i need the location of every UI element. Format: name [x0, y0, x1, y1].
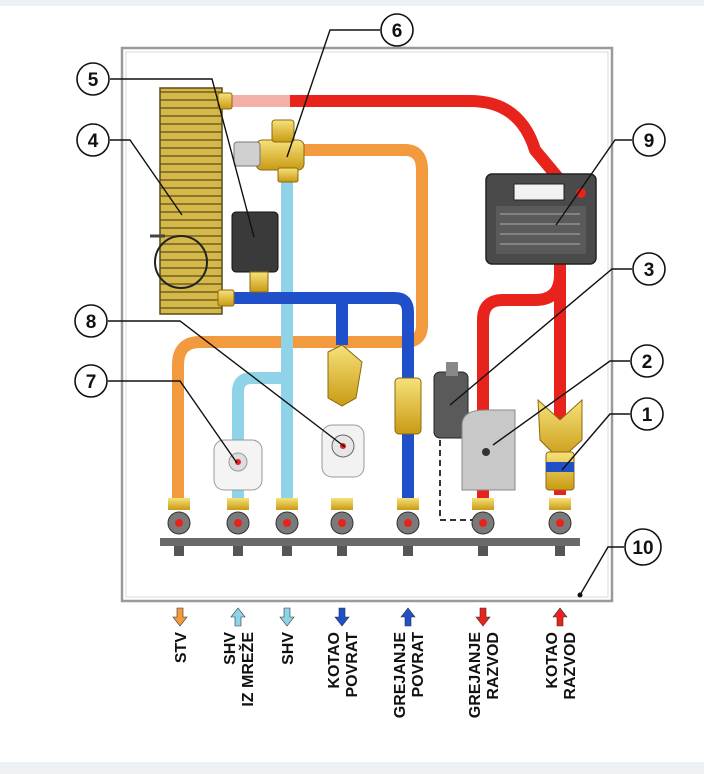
arrow-up-icon — [552, 607, 568, 627]
legend-item: STV — [172, 607, 190, 663]
plate-heat-exchanger — [159, 87, 223, 315]
legend-label: GREJANJE — [467, 632, 484, 719]
ball-valves — [167, 498, 572, 535]
legend-label: KOTAO — [326, 632, 343, 689]
svg-text:10: 10 — [632, 538, 653, 559]
callout-4: 4 — [76, 123, 110, 157]
legend-label: KOTAO — [544, 632, 561, 689]
callout-7: 7 — [74, 364, 108, 398]
arrow-down-icon — [334, 607, 350, 627]
callout-3: 3 — [632, 252, 666, 286]
legend-label: SHV — [280, 632, 297, 665]
svg-text:8: 8 — [86, 312, 97, 333]
pipe-heating-supply — [477, 274, 566, 420]
return-balancing-valve — [394, 377, 422, 435]
legend-label: IZ MREŽE — [238, 632, 257, 707]
pipe-return-horizontal — [232, 292, 414, 500]
svg-text:7: 7 — [86, 372, 97, 393]
svg-text:4: 4 — [88, 131, 99, 152]
exchanger-fitting-top — [217, 92, 233, 110]
callout-5: 5 — [76, 62, 110, 96]
arrow-up-icon — [400, 607, 416, 627]
svg-text:5: 5 — [88, 70, 99, 91]
arrow-up-icon — [230, 607, 246, 627]
callout-1: 1 — [630, 397, 664, 431]
top-strip — [0, 0, 704, 6]
arrow-down-icon — [172, 607, 188, 627]
callout-6: 6 — [380, 13, 414, 47]
valve-stubs — [174, 546, 565, 556]
callout-9: 9 — [632, 123, 666, 157]
bottom-strip — [0, 762, 704, 774]
svg-text:2: 2 — [642, 352, 653, 373]
legend-label: POVRAT — [344, 632, 361, 698]
callout-2: 2 — [630, 344, 664, 378]
svg-text:3: 3 — [644, 260, 655, 281]
legend-label: STV — [173, 632, 190, 663]
panel-inner-line — [125, 51, 609, 598]
svg-text:6: 6 — [392, 21, 403, 42]
actuator-box — [231, 211, 279, 273]
arrow-down-icon — [475, 607, 491, 627]
legend-label: GREJANJE — [392, 632, 409, 719]
mounting-rail — [160, 538, 580, 546]
legend-label: RAZVOD — [562, 632, 579, 700]
strainer-return — [327, 344, 363, 407]
svg-text:1: 1 — [642, 405, 653, 426]
pipe-cold-water-branch — [232, 372, 287, 500]
callout-10: 10 — [624, 528, 662, 566]
callout-leaders — [108, 29, 632, 596]
exchanger-sensor-loop — [154, 235, 208, 289]
legend-item: SHV — [279, 607, 297, 665]
legend-label: POVRAT — [410, 632, 427, 698]
exchanger-fitting-bottom — [217, 289, 235, 307]
strainer-supply — [537, 398, 583, 461]
pipe-dhw-loop — [172, 144, 428, 500]
svg-text:9: 9 — [644, 131, 655, 152]
arrow-down-icon — [279, 607, 295, 627]
legend-label: RAZVOD — [485, 632, 502, 700]
legend-label: SHV — [222, 632, 239, 665]
callout-8: 8 — [74, 304, 108, 338]
mixing-valve — [255, 139, 305, 171]
